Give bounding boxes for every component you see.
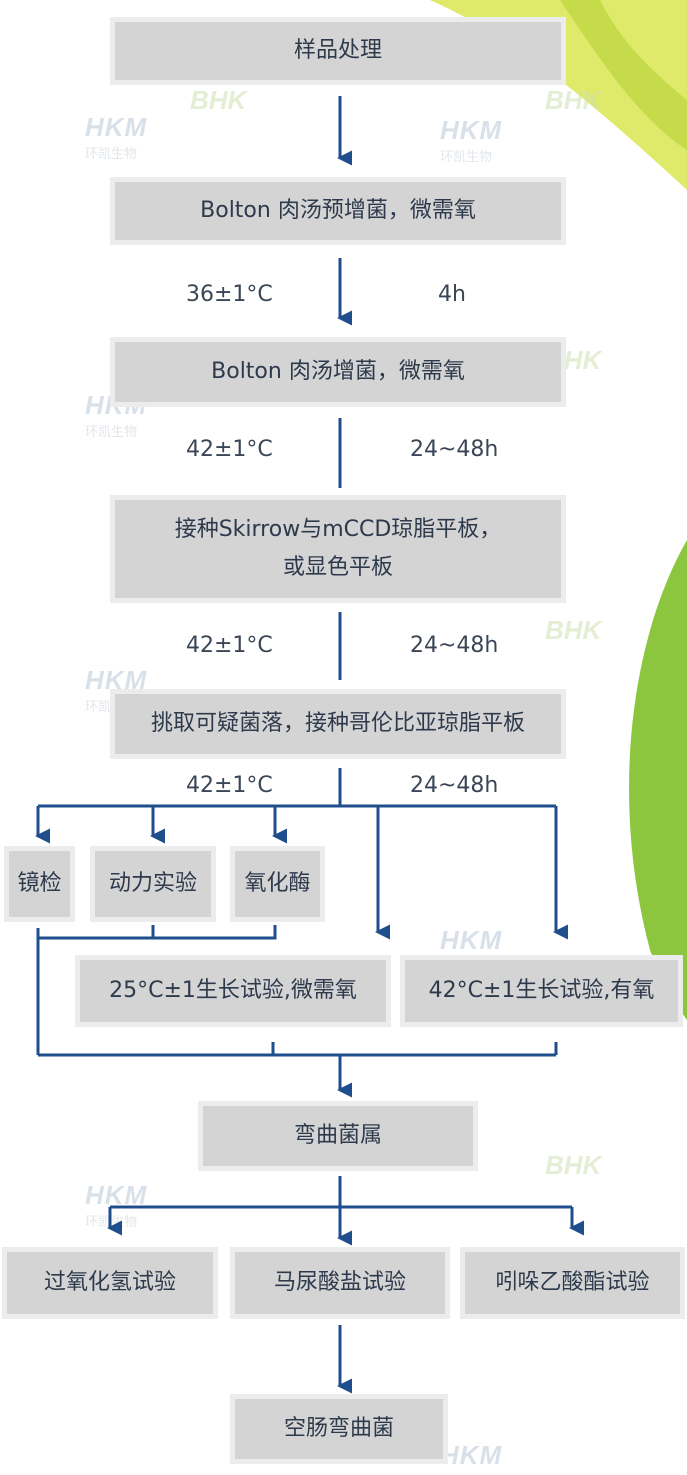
yellow-leaf-stripe (560, 0, 687, 150)
node-hippurate-test: 马尿酸盐试验 (230, 1247, 450, 1319)
node-pick-colony: 挑取可疑菌落，接种哥伦比亚琼脂平板 (110, 689, 566, 759)
node-microscopy: 镜检 (4, 846, 75, 922)
label-step2-temperature: 42±1°C (186, 437, 273, 462)
label-step1-time: 4h (438, 282, 466, 307)
label-step3-temperature: 42±1°C (186, 633, 273, 658)
label-step2-time: 24~48h (410, 437, 499, 462)
label-step3-time: 24~48h (410, 633, 499, 658)
node-catalase-test: 过氧化氢试验 (2, 1247, 218, 1319)
node-campylobacter-genus: 弯曲菌属 (198, 1101, 478, 1171)
watermark: BHK (545, 85, 602, 115)
node-indoxyl-acetate-test: 吲哚乙酸酯试验 (460, 1247, 685, 1319)
node-plating-line2: 或显色平板 (282, 555, 393, 580)
label-step4-time: 24~48h (410, 773, 499, 798)
node-campylobacter-jejuni: 空肠弯曲菌 (230, 1394, 448, 1464)
merge-small-bar (38, 925, 277, 940)
watermark: BHK (190, 85, 247, 115)
watermark: BHK (545, 615, 602, 645)
green-leaf-right (629, 540, 687, 1020)
node-plating: 接种Skirrow与mCCD琼脂平板， 或显色平板 (110, 495, 566, 603)
label-step4-temperature: 42±1°C (186, 773, 273, 798)
watermark: HKM (440, 1440, 503, 1470)
node-sample-processing: 样品处理 (110, 17, 566, 85)
node-pre-enrichment: Bolton 肉汤预增菌，微需氧 (110, 177, 566, 245)
watermark: BHK (545, 1150, 602, 1180)
label-step1-temperature: 36±1°C (186, 282, 273, 307)
node-growth-25: 25°C±1生长试验,微需氧 (75, 955, 391, 1027)
node-motility: 动力实验 (90, 846, 216, 922)
node-growth-42: 42°C±1生长试验,有氧 (400, 955, 683, 1027)
node-enrichment: Bolton 肉汤增菌，微需氧 (110, 337, 566, 407)
node-oxidase: 氧化酶 (230, 846, 325, 922)
node-plating-line1: 接种Skirrow与mCCD琼脂平板， (174, 517, 502, 542)
